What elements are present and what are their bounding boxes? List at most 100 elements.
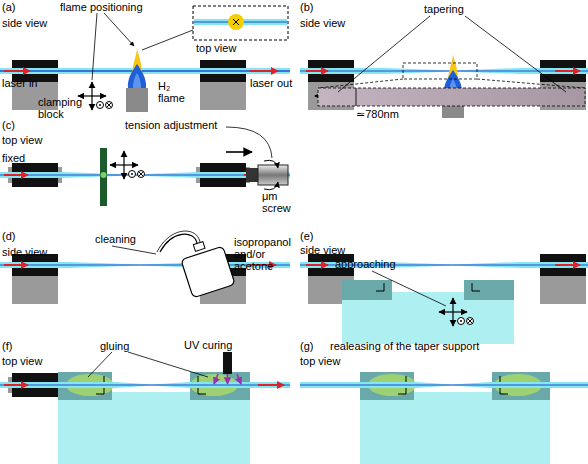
annotation: cleaning [95, 233, 136, 245]
annotation: approaching [335, 258, 396, 270]
part-label: clamping block [38, 96, 90, 120]
panel-g-part [300, 384, 588, 385]
panel-e-part [464, 280, 514, 300]
panel-b-part [442, 54, 464, 118]
panel-e-part [472, 283, 480, 291]
panel-b-part [338, 16, 430, 92]
panel-letter: (b) [300, 1, 313, 13]
panel-f-part [258, 384, 284, 386]
panel-letter: (a) [2, 1, 15, 13]
panel-a-part [126, 48, 148, 112]
panel-c-part [264, 160, 278, 168]
view-label: side view [300, 244, 345, 256]
panel-a-part [0, 68, 290, 74]
panel-f-part [128, 352, 208, 377]
annotation: UV curing [184, 339, 232, 351]
panel-letter: (c) [2, 119, 15, 131]
panel-a-part [250, 70, 278, 72]
panel-d-part [193, 242, 205, 252]
annotation: realeasing of the taper support [330, 340, 479, 352]
panel-b [300, 16, 588, 118]
panel-e-part [439, 298, 474, 326]
panel-c-part [4, 174, 28, 176]
part-label: fixed [2, 152, 25, 164]
panel-f-part [0, 382, 290, 388]
panel-e-part [306, 264, 328, 266]
annotation: tension adjustment [125, 119, 217, 131]
panel-c-part [110, 151, 145, 179]
panel-b-part [318, 88, 585, 106]
panel-a-part [92, 13, 97, 80]
panel-a-part [233, 19, 239, 25]
panel-e-part [555, 264, 580, 266]
panel-c [0, 127, 290, 206]
view-label: side view [2, 246, 47, 258]
view-label: top view [2, 355, 42, 367]
panel-f [0, 352, 290, 464]
panel-c-part [226, 127, 272, 158]
view-label: top view [2, 134, 42, 146]
laser-label: laser in [2, 77, 37, 89]
panel-c-part [100, 148, 107, 206]
view-label: side view [300, 17, 345, 29]
panel-f-part [237, 374, 241, 384]
annotation: flame positioning [60, 1, 143, 13]
panel-f-part [4, 384, 28, 386]
panel-e-part [342, 280, 392, 300]
panel-b-part [477, 79, 585, 88]
panel-e-part [376, 283, 384, 291]
panel-a-part [193, 6, 288, 40]
view-label: side view [2, 17, 47, 29]
panel-a-part [104, 13, 134, 46]
panel-c-part [264, 182, 278, 190]
panel-a-part [200, 60, 246, 110]
panel-c-part [258, 165, 288, 185]
panel-b-part [306, 70, 328, 72]
panel-e-part [372, 271, 446, 306]
view-label: top view [196, 42, 236, 54]
panel-a-part [78, 82, 113, 110]
panel-a-part [4, 70, 30, 72]
panel-e-part [540, 254, 586, 304]
panel-letter: (e) [300, 230, 313, 242]
panel-b-part [465, 16, 566, 92]
panel-b-part [555, 70, 580, 72]
panel-f-part [58, 392, 250, 464]
panel-b-part [300, 70, 588, 71]
panel-a-part [142, 30, 193, 50]
dimension-label: ≃780nm [356, 108, 399, 120]
panel-g-part [360, 392, 550, 464]
view-label: top view [300, 355, 340, 367]
panel-d-part [157, 231, 200, 252]
panel-e [300, 254, 588, 344]
panel-f-part [0, 384, 290, 385]
panel-c-part [226, 151, 252, 153]
panel-c-part [101, 172, 107, 178]
panel-f-part [223, 352, 232, 374]
annotation: gluing [100, 340, 129, 352]
part-label: H₂ flame [158, 80, 194, 104]
part-label: μm screw [262, 190, 298, 214]
panel-b-part [403, 63, 477, 79]
panel-b-part [318, 79, 403, 88]
panel-d-part [181, 246, 235, 298]
panel-g [300, 372, 588, 464]
panel-letter: (g) [300, 340, 313, 352]
panel-g-part [300, 382, 588, 388]
annotation: tapering [424, 3, 464, 15]
panel-f-part [88, 352, 112, 377]
panel-letter: (f) [2, 340, 12, 352]
laser-label: laser out [250, 77, 292, 89]
panel-d-part [112, 246, 156, 254]
panel-a-part [228, 14, 244, 30]
panel-d-part [12, 254, 58, 304]
panel-f-part [214, 374, 218, 384]
panel-c-part [246, 168, 258, 182]
part-label: isopropanol and/or acetone [234, 236, 298, 272]
panel-d-part [160, 234, 197, 252]
panel-a-part [0, 70, 290, 71]
panel-d-part [4, 264, 28, 266]
